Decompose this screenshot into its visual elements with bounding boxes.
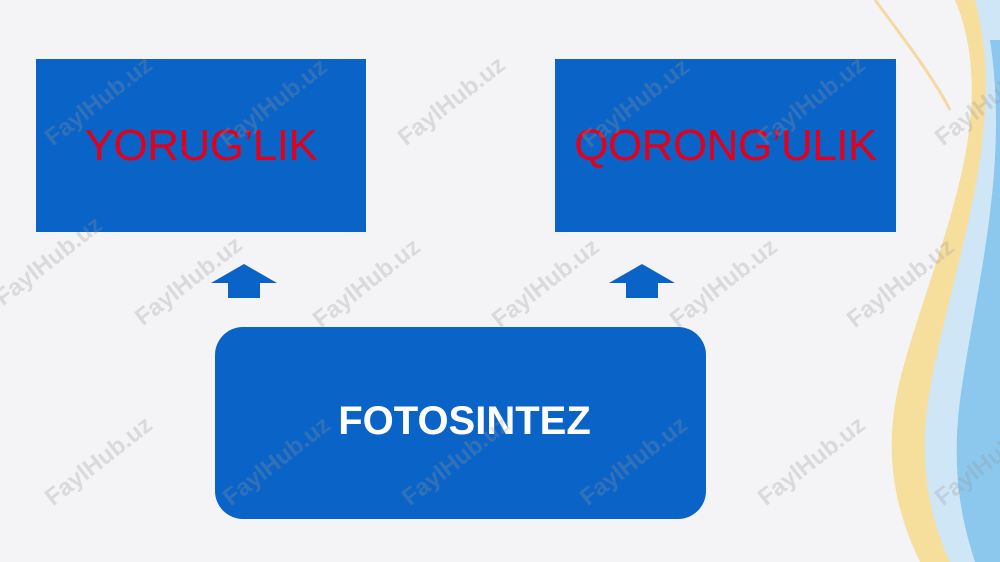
up-arrow-right [609, 264, 675, 298]
center-box: FOTOSINTEZ [215, 327, 706, 519]
right-box-label: QORONG’ULIK [574, 120, 877, 170]
right-box: QORONG’ULIK [555, 59, 896, 232]
wave-blue [956, 40, 1000, 562]
left-box: YORUG’LIK [36, 59, 366, 232]
wave-edge-gold [873, 0, 952, 111]
center-box-label: FOTOSINTEZ [338, 398, 591, 443]
left-box-label: YORUG’LIK [84, 120, 318, 170]
up-arrow-left [211, 264, 277, 298]
